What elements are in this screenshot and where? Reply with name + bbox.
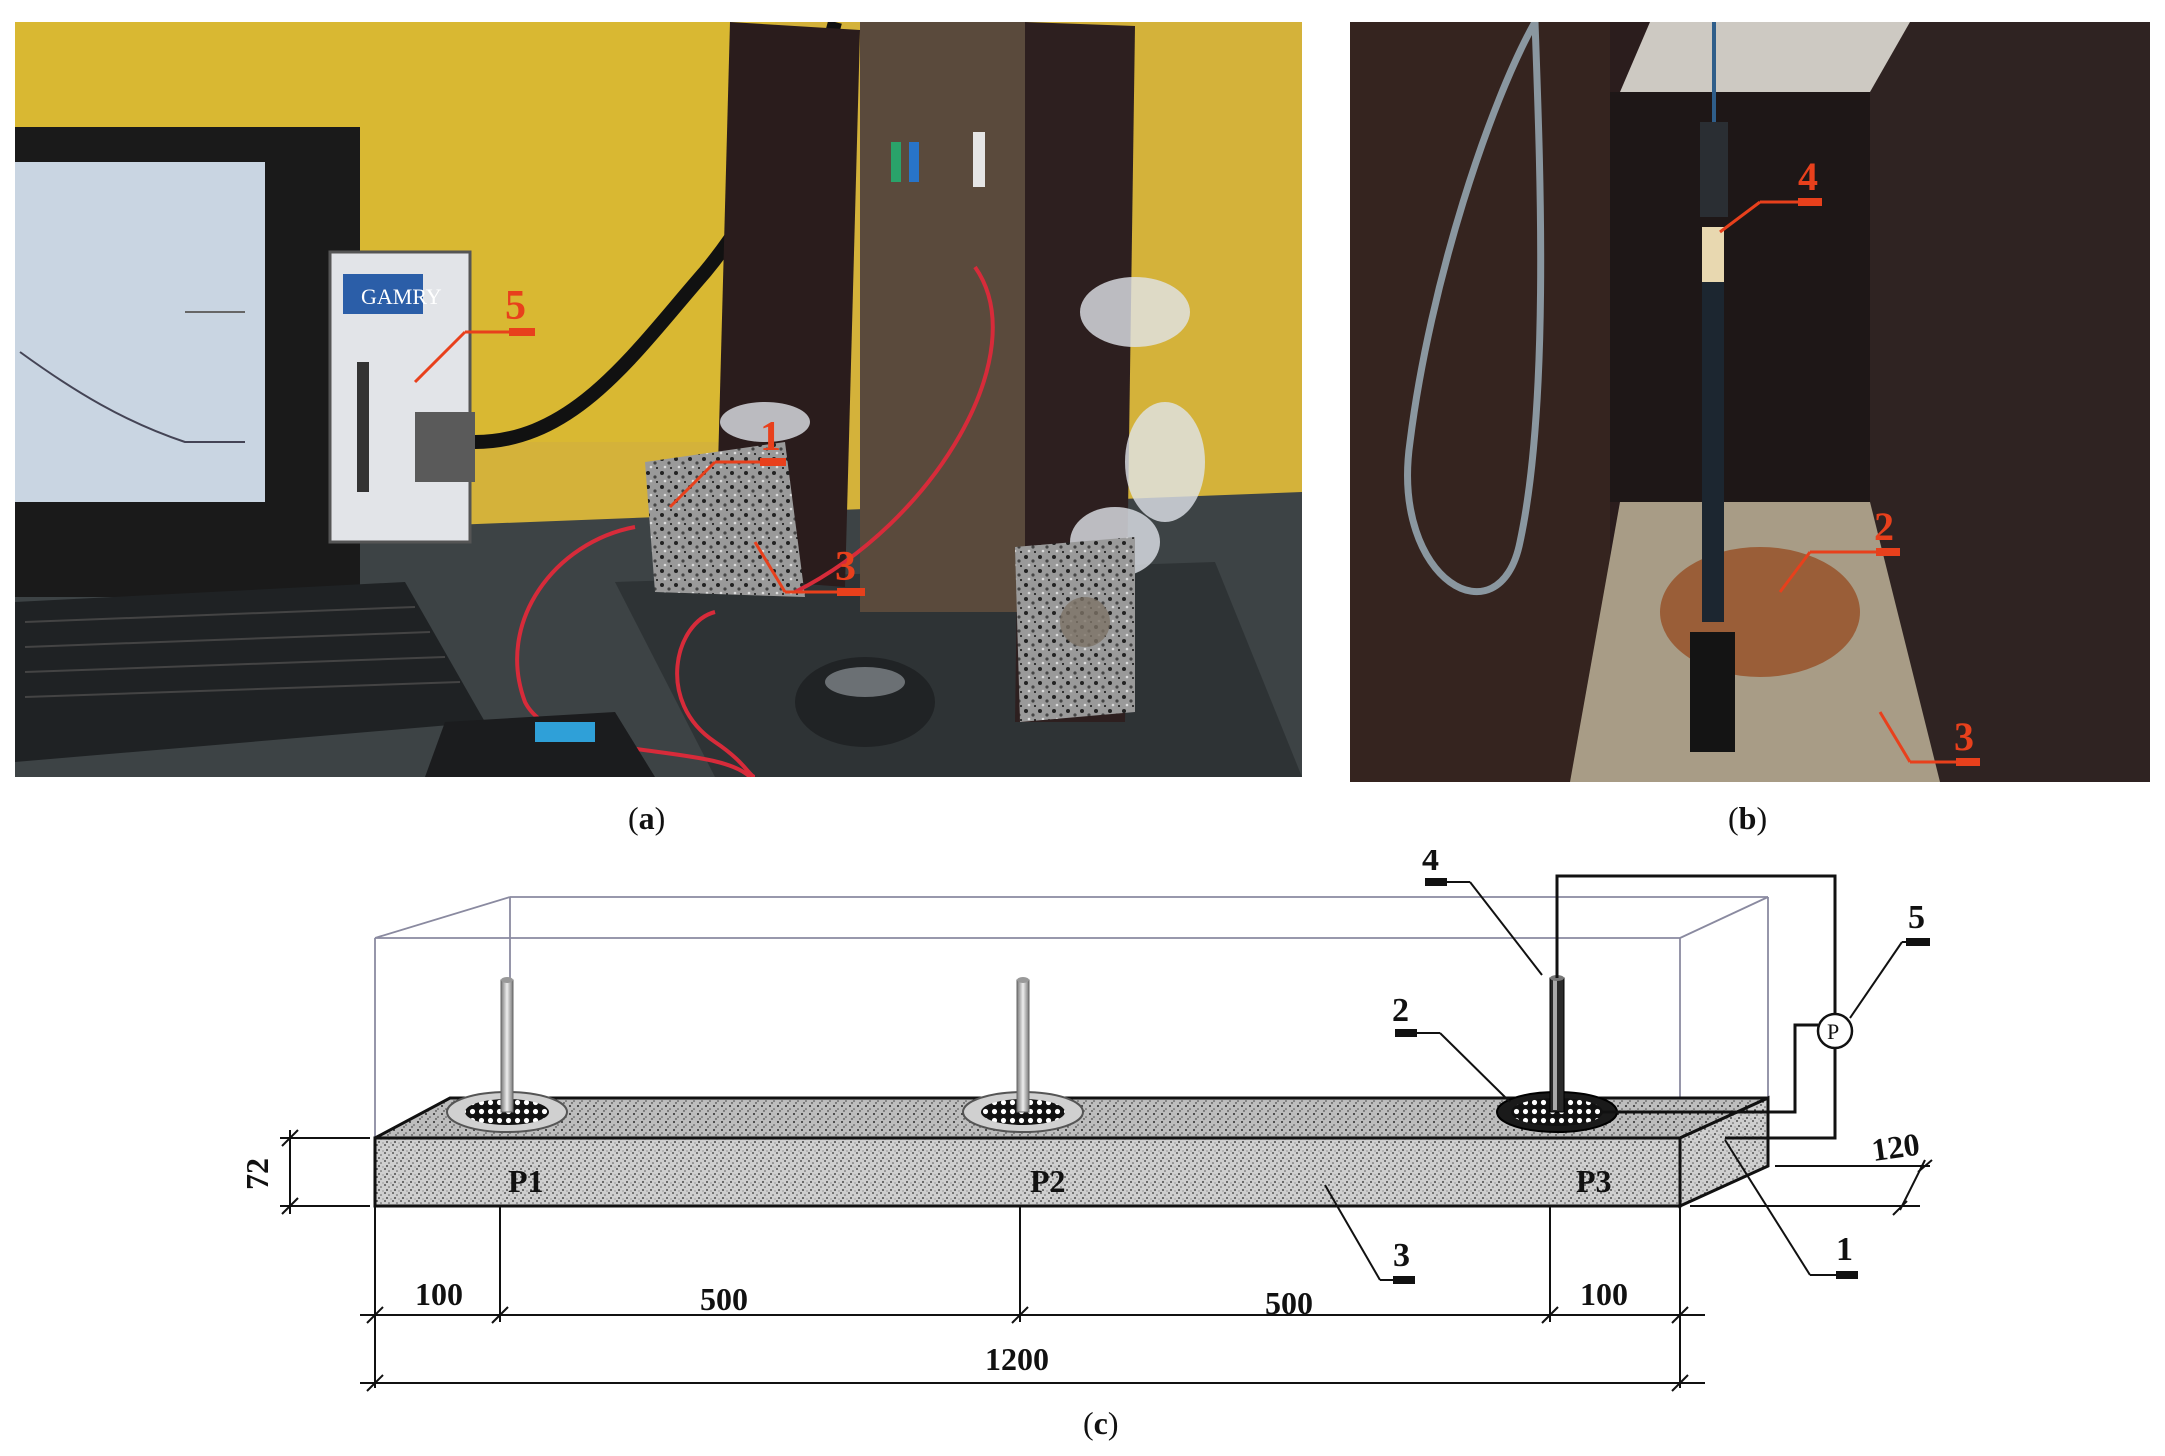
dimension-seg4: 100 (1580, 1276, 1628, 1312)
reference-electrode (1700, 122, 1728, 217)
caption-b: (b) (1728, 800, 1768, 836)
dimension-height-label: 72 (239, 1158, 275, 1190)
marker-5: 5 (413, 283, 535, 384)
photo-panel-a: GAMRY (15, 22, 1302, 777)
device-brand: GAMRY (361, 284, 442, 309)
svg-text:P: P (1827, 1019, 1839, 1044)
marker-3: 3 (753, 541, 865, 596)
specimen-diagram: P P1 P2 P3 4 5 2 3 (239, 850, 1933, 1392)
dimension-seg2: 500 (700, 1281, 748, 1317)
svg-text:3: 3 (1954, 714, 1974, 759)
svg-text:3: 3 (1393, 1237, 1410, 1274)
svg-text:2: 2 (1874, 504, 1894, 549)
point-label-p3: P3 (1576, 1163, 1612, 1199)
dimension-width-label: 120 (1869, 1126, 1922, 1168)
dimension-total: 1200 (985, 1341, 1049, 1377)
marker-4: 4 (1719, 154, 1822, 234)
marker-1: 1 (668, 414, 786, 509)
svg-text:3: 3 (835, 544, 856, 590)
svg-text:2: 2 (1392, 992, 1409, 1029)
dimension-width (1690, 1159, 1933, 1216)
wood-panel-left (715, 22, 860, 587)
caption-c: (c) (1083, 1405, 1119, 1441)
photo-a-illustration: GAMRY (15, 22, 1302, 777)
point-label-p2: P2 (1030, 1163, 1066, 1199)
dimension-chain (360, 1206, 1705, 1392)
marker-2: 2 (1778, 504, 1900, 593)
svg-text:1: 1 (760, 414, 781, 460)
svg-text:5: 5 (1908, 899, 1925, 936)
svg-text:4: 4 (1798, 154, 1818, 199)
dimension-height (280, 1129, 370, 1215)
electrode-p1 (446, 977, 568, 1133)
slab-front-face (373, 1136, 1682, 1208)
marker-3-b: 3 (1878, 711, 1980, 766)
potentiostat-symbol: P (1816, 1012, 1854, 1050)
svg-text:4: 4 (1422, 850, 1439, 878)
svg-text:5: 5 (505, 283, 526, 329)
point-label-p1: P1 (508, 1163, 544, 1199)
dimension-seg1: 100 (415, 1276, 463, 1312)
diagram-marker-1: 1 (1724, 1139, 1858, 1279)
electrode-p3 (1496, 975, 1618, 1133)
circuit-wires (1555, 874, 1837, 1140)
dimension-seg3: 500 (1265, 1285, 1313, 1321)
photo-panel-b: 4 2 3 (1350, 22, 2150, 782)
photo-b-illustration: 4 2 3 (1350, 22, 2150, 782)
diagram-marker-4: 4 (1422, 850, 1543, 976)
diagram-marker-3: 3 (1324, 1184, 1415, 1284)
diagram-marker-2: 2 (1392, 992, 1511, 1103)
caption-a: (a) (628, 800, 666, 836)
diagram-panel-c: P P1 P2 P3 4 5 2 3 (0, 850, 2165, 1456)
diagram-marker-5: 5 (1849, 899, 1930, 1019)
electrode-p2 (962, 977, 1084, 1133)
svg-text:1: 1 (1836, 1231, 1853, 1268)
